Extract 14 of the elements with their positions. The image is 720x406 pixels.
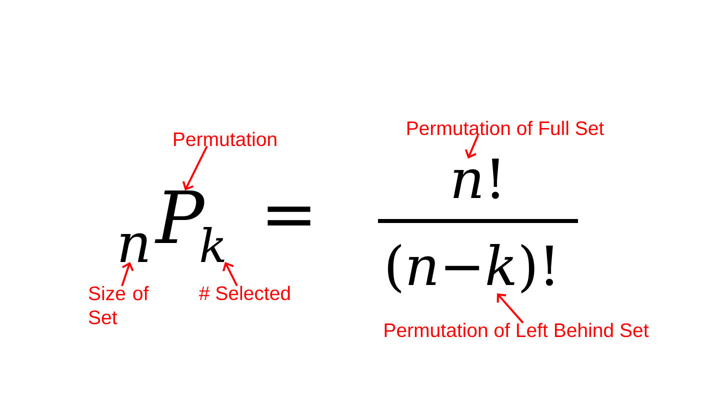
leader-arrow [222, 262, 238, 286]
equals-sign: = [268, 206, 310, 226]
leader-arrow [496, 293, 524, 324]
leader-arrow [182, 146, 208, 190]
annotation-label: # Selected [199, 286, 290, 300]
numerator: n! [454, 158, 499, 199]
annotation-label: Permutation of Left Behind Set [384, 322, 649, 338]
annotation-label: Permutation [174, 132, 276, 146]
annotation-label: Permutation of Full Set [407, 120, 604, 136]
annotation-label: Size of Set [88, 286, 149, 324]
leader-arrow [464, 134, 479, 159]
leader-arrow [121, 262, 134, 286]
denominator: (n−k)! [388, 244, 553, 294]
variable-symbol: n [120, 233, 148, 262]
